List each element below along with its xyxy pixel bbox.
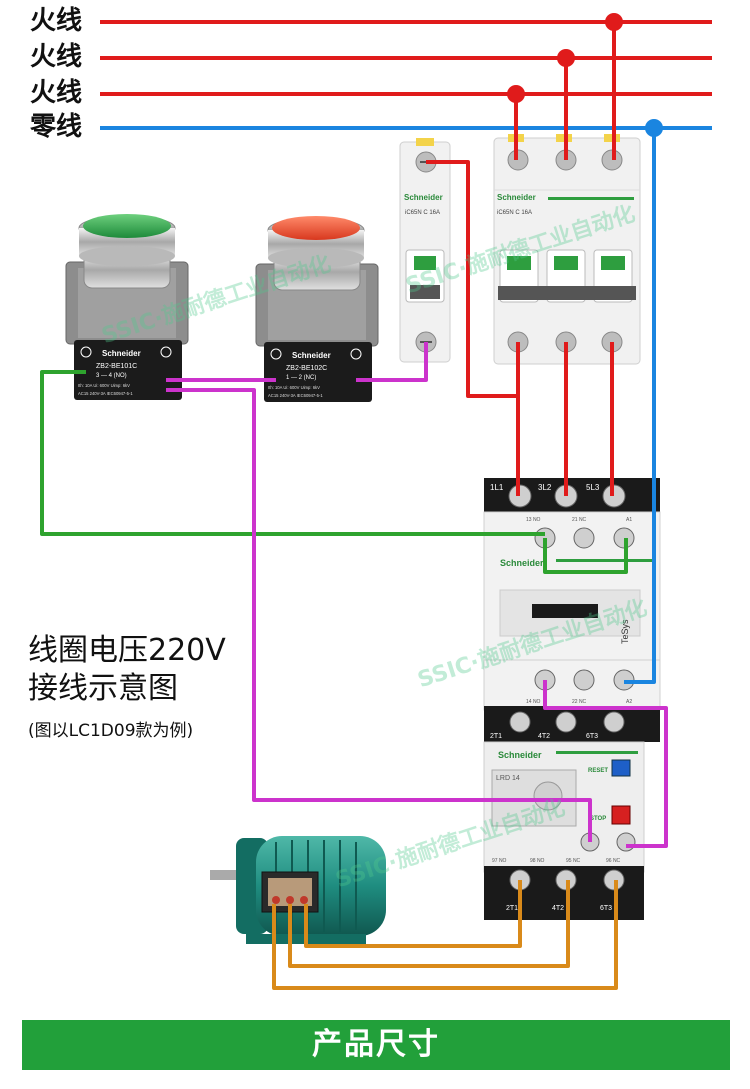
red-button-spec: Ith: 10A Ui: 600V Uimp: 6kV: [268, 385, 320, 390]
contactor-load-2T1: 2T1: [490, 733, 502, 740]
overload-term-97: 97 NO: [492, 858, 507, 864]
green-button-spec: Ith: 10A Ui: 600V Uimp: 6kV: [78, 383, 130, 388]
note-title-line2: 接线示意图: [28, 671, 178, 706]
green-pushbutton: Schneider ZB2-BE101C 3 — 4 (NO) Ith: 10A…: [65, 214, 189, 400]
green-wire-loop: [40, 370, 545, 536]
green-wire-bridge: [543, 538, 628, 574]
breaker-single-model: iC65N C 16A: [405, 210, 440, 216]
power-lines: [100, 20, 712, 130]
contactor-aux-22: 22 NC: [572, 699, 587, 705]
green-button-rating: AC15 240V-3A IEC60947-5-1: [78, 391, 133, 396]
neutral-to-a2: [624, 128, 656, 684]
motor-wire-2: [288, 880, 570, 968]
contactor-load-6T3: 6T3: [586, 733, 598, 740]
section-banner: 产品尺寸: [22, 1020, 730, 1070]
red-pushbutton: Schneider ZB2-BE102C 1 — 2 (NC) Ith: 10A…: [255, 216, 379, 402]
live-label-1: 火线: [30, 6, 83, 36]
junction-dots: [507, 13, 663, 137]
overload-load-2T1: 2T1: [506, 905, 518, 912]
contactor-aux-A2: A2: [626, 699, 632, 705]
live-label-3: 火线: [30, 78, 83, 108]
red-button-rating: AC15 240V-3A IEC60947-5-1: [268, 393, 323, 398]
motor-wire-3: [272, 880, 618, 990]
overload-term-95: 95 NC: [566, 858, 581, 864]
red-button-model: ZB2-BE102C: [286, 365, 327, 372]
contactor-brand: Schneider: [500, 558, 544, 568]
overload-term-98: 98 NO: [530, 858, 545, 864]
overload-brand: Schneider: [498, 750, 542, 760]
contactor-aux-14: 14 NO: [526, 699, 541, 705]
contactor-series: TeSys: [620, 619, 630, 644]
single-breaker-feed: [426, 160, 518, 398]
neutral-label: 零线: [30, 112, 83, 142]
green-button-model: ZB2-BE101C: [96, 363, 137, 370]
contactor-terminal-3L2: 3L2: [538, 483, 552, 492]
junction-live-2: [557, 49, 575, 67]
junction-neutral: [645, 119, 663, 137]
overload-load-4T2: 4T2: [552, 905, 564, 912]
breaker-triple-brand: Schneider: [497, 193, 536, 202]
overload-stop: STOP: [590, 816, 606, 822]
overload-model: LRD 14: [496, 775, 520, 782]
motor-wire-1: [304, 880, 522, 948]
red-button-contact: 1 — 2 (NC): [286, 375, 316, 381]
contactor: 1L1 3L2 5L3 13 NO 21 NC A1 Schneider TeS…: [483, 478, 661, 742]
diagram-note: 线圈电压220V 接线示意图: [28, 632, 226, 708]
contactor-load-4T2: 4T2: [538, 733, 550, 740]
junction-live-3: [507, 85, 525, 103]
overload-load-6T3: 6T3: [600, 905, 612, 912]
breaker-triple-model: iC65N C 16A: [497, 210, 532, 216]
magenta-breaker-to-red: [356, 342, 428, 382]
live-label-2: 火线: [30, 42, 83, 72]
green-button-brand: Schneider: [102, 349, 141, 358]
green-button-contact: 3 — 4 (NO): [96, 373, 127, 379]
contactor-terminal-5L3: 5L3: [586, 483, 600, 492]
contactor-aux-21: 21 NC: [572, 517, 587, 523]
note-subtitle: (图以LC1D09款为例): [28, 721, 194, 741]
overload-term-96: 96 NC: [606, 858, 621, 864]
junction-live-1: [605, 13, 623, 31]
motor: [210, 836, 386, 944]
breaker-single: Schneider iC65N C 16A: [399, 138, 451, 363]
contactor-terminal-1L1: 1L1: [490, 483, 504, 492]
red-button-brand: Schneider: [292, 351, 331, 360]
overload-reset: RESET: [588, 768, 608, 774]
note-title-line1: 线圈电压220V: [28, 633, 226, 668]
contactor-aux-A1: A1: [626, 517, 632, 523]
magenta-96-to-aux: [543, 680, 668, 848]
magenta-green-to-95: [166, 388, 592, 842]
wiring: [40, 22, 668, 990]
breaker-single-brand: Schneider: [404, 193, 443, 202]
contactor-aux-13: 13 NO: [526, 517, 541, 523]
